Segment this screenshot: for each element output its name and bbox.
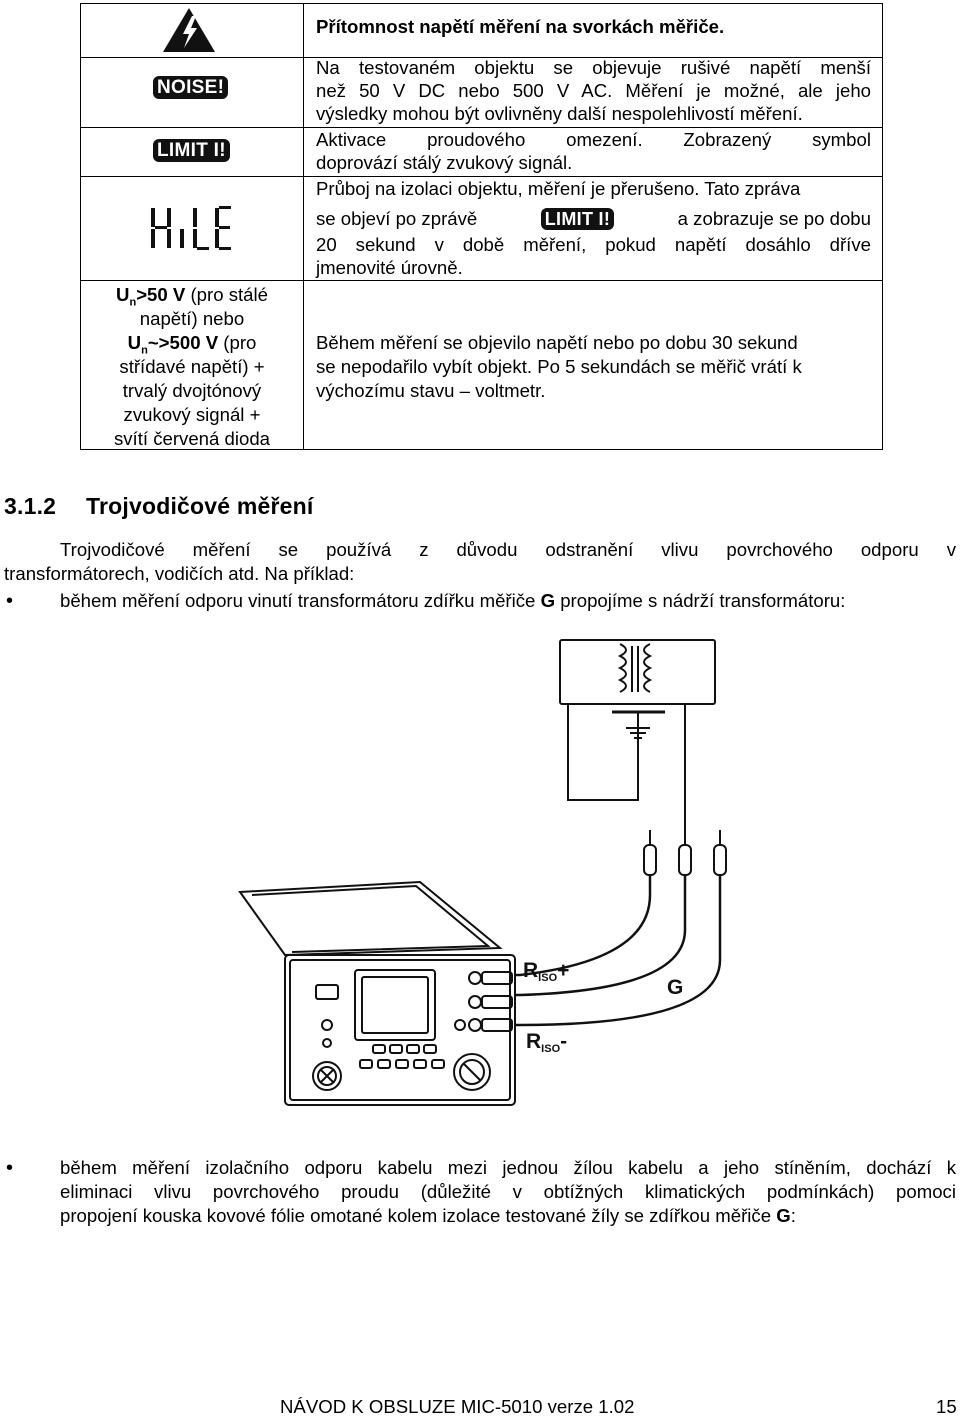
riso-plus-label: RISO+	[523, 959, 569, 984]
table-row-divider	[81, 280, 882, 281]
meter-lid	[238, 880, 503, 957]
row5-left-line7: svítí červená dioda	[113, 428, 271, 449]
row5-left-line3: Un~>500 V (pro	[127, 332, 257, 357]
status-table: Přítomnost napětí měření na svorkách měř…	[80, 3, 883, 450]
bullet2-line1: během měření izolačního odporu kabelu me…	[60, 1157, 956, 1178]
meter-body	[284, 954, 516, 1106]
meter-screen	[354, 969, 436, 1041]
row1-description: Přítomnost napětí měření na svorkách měř…	[316, 16, 725, 37]
row2-line1: Na testovaném objektu se objevuje rušivé…	[316, 57, 871, 78]
row5-left-line4: střídavé napětí) +	[119, 356, 265, 377]
row4-line4: jmenovité úrovně.	[316, 257, 463, 278]
rotary-switch-knob	[453, 1053, 491, 1091]
lead-riso-minus	[515, 875, 722, 1027]
row5-left-line6: zvukový signál +	[123, 404, 261, 425]
row2-line3: výsledky mohou být ovlivněny další nespo…	[316, 103, 803, 124]
row4-line1: Průboj na izolaci objektu, měření je pře…	[316, 178, 801, 199]
row4-line2-end: a zobrazuje se po dobu	[677, 208, 871, 229]
bullet2-line2: eliminaci vlivu povrchového proudu (důle…	[60, 1181, 956, 1202]
primary-coil	[617, 643, 627, 693]
row4-line2: se objeví po zprávě LIMIT I! a zobrazuje…	[316, 207, 871, 231]
row5-line3: výchozímu stavu – voltmetr.	[316, 380, 546, 401]
lead-g	[515, 875, 687, 997]
secondary-coil	[643, 643, 653, 693]
bullet-icon: •	[6, 1157, 14, 1179]
noise-badge: NOISE!	[153, 76, 229, 99]
limit-badge-inline: LIMIT I!	[540, 208, 615, 230]
row4-line2-start: se objeví po zprávě	[316, 208, 478, 229]
riso-minus-label: RISO-	[526, 1030, 567, 1055]
section-heading: 3.1.2 Trojvodičové měření	[4, 493, 314, 520]
footer-document-title: NÁVOD K OBSLUZE MIC-5010 verze 1.02	[280, 1396, 635, 1417]
table-column-divider	[303, 4, 304, 449]
row5-left-line1: Un>50 V (pro stálé	[116, 284, 268, 309]
row3-line1: Aktivace proudového omezení. Zobrazený s…	[316, 129, 871, 150]
row5-left-line2: napětí) nebo	[139, 308, 245, 329]
table-row-divider	[81, 127, 882, 128]
section-number: 3.1.2	[4, 493, 57, 519]
table-row-divider	[81, 57, 882, 58]
intro-line1: Trojvodičové měření se používá z důvodu …	[60, 539, 956, 560]
row5-line1: Během měření se objevilo napětí nebo po …	[316, 332, 798, 353]
page-number: 15	[936, 1396, 957, 1417]
lead-riso-plus	[515, 875, 652, 977]
limit-badge: LIMIT I!	[153, 139, 230, 162]
row3-line2: doprovází stálý zvukový signál.	[316, 152, 573, 173]
bullet2-line3: propojení kouska kovové fólie omotané ko…	[60, 1205, 796, 1226]
high-voltage-warning-icon	[163, 8, 215, 52]
section-title: Trojvodičové měření	[86, 493, 314, 519]
row5-line2: se nepodařilo vybít objekt. Po 5 sekundá…	[316, 356, 802, 377]
g-terminal-label: G	[667, 976, 683, 999]
row5-left-line5: trvalý dvojtónový	[122, 380, 262, 401]
bullet-icon: •	[6, 590, 14, 612]
row2-line2: než 50 V DC nebo 500 V AC. Měření je mož…	[316, 80, 871, 101]
table-row-divider	[81, 176, 882, 177]
intro-line2: transformátorech, vodičích atd. Na příkl…	[4, 563, 355, 584]
bullet1-text: během měření odporu vinutí transformátor…	[60, 590, 846, 611]
row4-line3: 20 sekund v době měření, pokud napětí do…	[316, 234, 871, 255]
three-wire-measurement-diagram: RISO+ G RISO-	[238, 639, 727, 1106]
transformer-enclosure	[559, 639, 716, 705]
hile-segment-display	[151, 206, 231, 250]
